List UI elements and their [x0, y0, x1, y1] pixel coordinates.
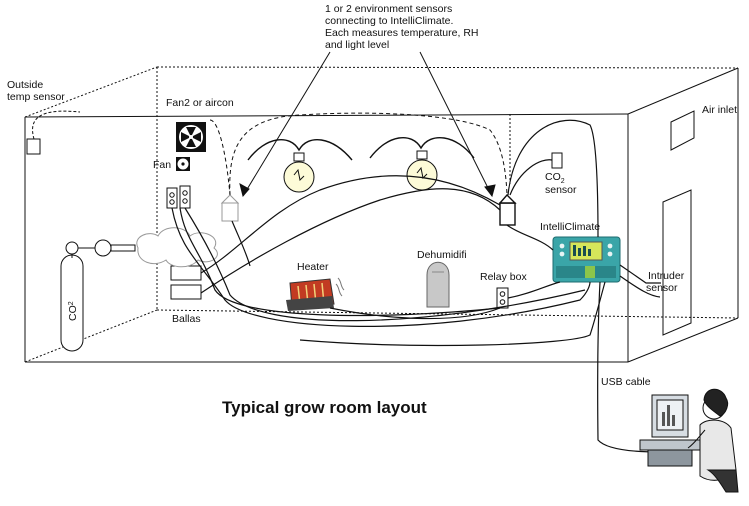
fan-label: Fan	[153, 159, 171, 171]
ballast-boxes	[170, 265, 202, 300]
wiring	[171, 119, 661, 453]
intelliclimate-label: IntelliClimate	[540, 221, 600, 233]
labels: Outside temp sensor Fan2 or aircon Fan 1…	[7, 3, 737, 417]
dehumidifier-label: Dehumidifi	[417, 249, 467, 261]
sensor-note-line2: connecting to IntelliClimate.	[325, 15, 453, 27]
relay-box-label: Relay box	[480, 271, 527, 283]
co2-sensor-icon	[551, 152, 563, 169]
co2-sensor-label-sensor: sensor	[545, 184, 577, 196]
controller-icon	[552, 236, 621, 283]
sensor-note-line3: Each measures temperature, RH	[325, 27, 478, 39]
light-bulb-icon	[406, 150, 438, 191]
co2-tank-label: CO2	[67, 301, 79, 321]
outside-temp-sensor	[26, 110, 81, 155]
fan-small-icon	[176, 157, 190, 171]
diagram-title: Typical grow room layout	[222, 398, 427, 417]
computer-user-icon	[639, 388, 739, 493]
outside-temp-label-line1: Outside	[7, 79, 43, 91]
sensor-note-line4: and light level	[325, 39, 389, 51]
co2-cloud	[136, 227, 218, 268]
ballast-label: Ballas	[172, 313, 201, 325]
co2-tank-icon	[60, 239, 136, 352]
fan2-label: Fan2 or aircon	[166, 97, 234, 109]
intruder-label-line2: sensor	[646, 282, 678, 294]
co2-sensor-label-co: CO2	[545, 171, 565, 185]
fan-relay-box	[166, 185, 191, 209]
usb-cable-label: USB cable	[601, 376, 651, 388]
fan-icon	[176, 122, 206, 152]
sensor-wiring-dashed	[209, 112, 508, 196]
room-outline	[24, 66, 739, 363]
environment-sensor-icon	[498, 193, 517, 226]
sensor-note-line1: 1 or 2 environment sensors	[325, 3, 452, 15]
intruder-label-line1: Intruder	[648, 270, 685, 282]
light-fixtures	[247, 136, 475, 161]
sensor-pointer-lines	[239, 51, 496, 198]
door-icon	[662, 189, 692, 336]
relay-box-icon	[496, 287, 509, 309]
heater-icon	[286, 277, 345, 311]
dehumidifier-icon	[426, 261, 450, 308]
air-inlet-label: Air inlet	[702, 104, 737, 116]
environment-sensor-icon	[220, 194, 240, 222]
heater-label: Heater	[297, 261, 329, 273]
outside-temp-label-line2: temp sensor	[7, 91, 65, 103]
window-icon	[670, 110, 695, 151]
light-bulb-icon	[283, 152, 315, 193]
